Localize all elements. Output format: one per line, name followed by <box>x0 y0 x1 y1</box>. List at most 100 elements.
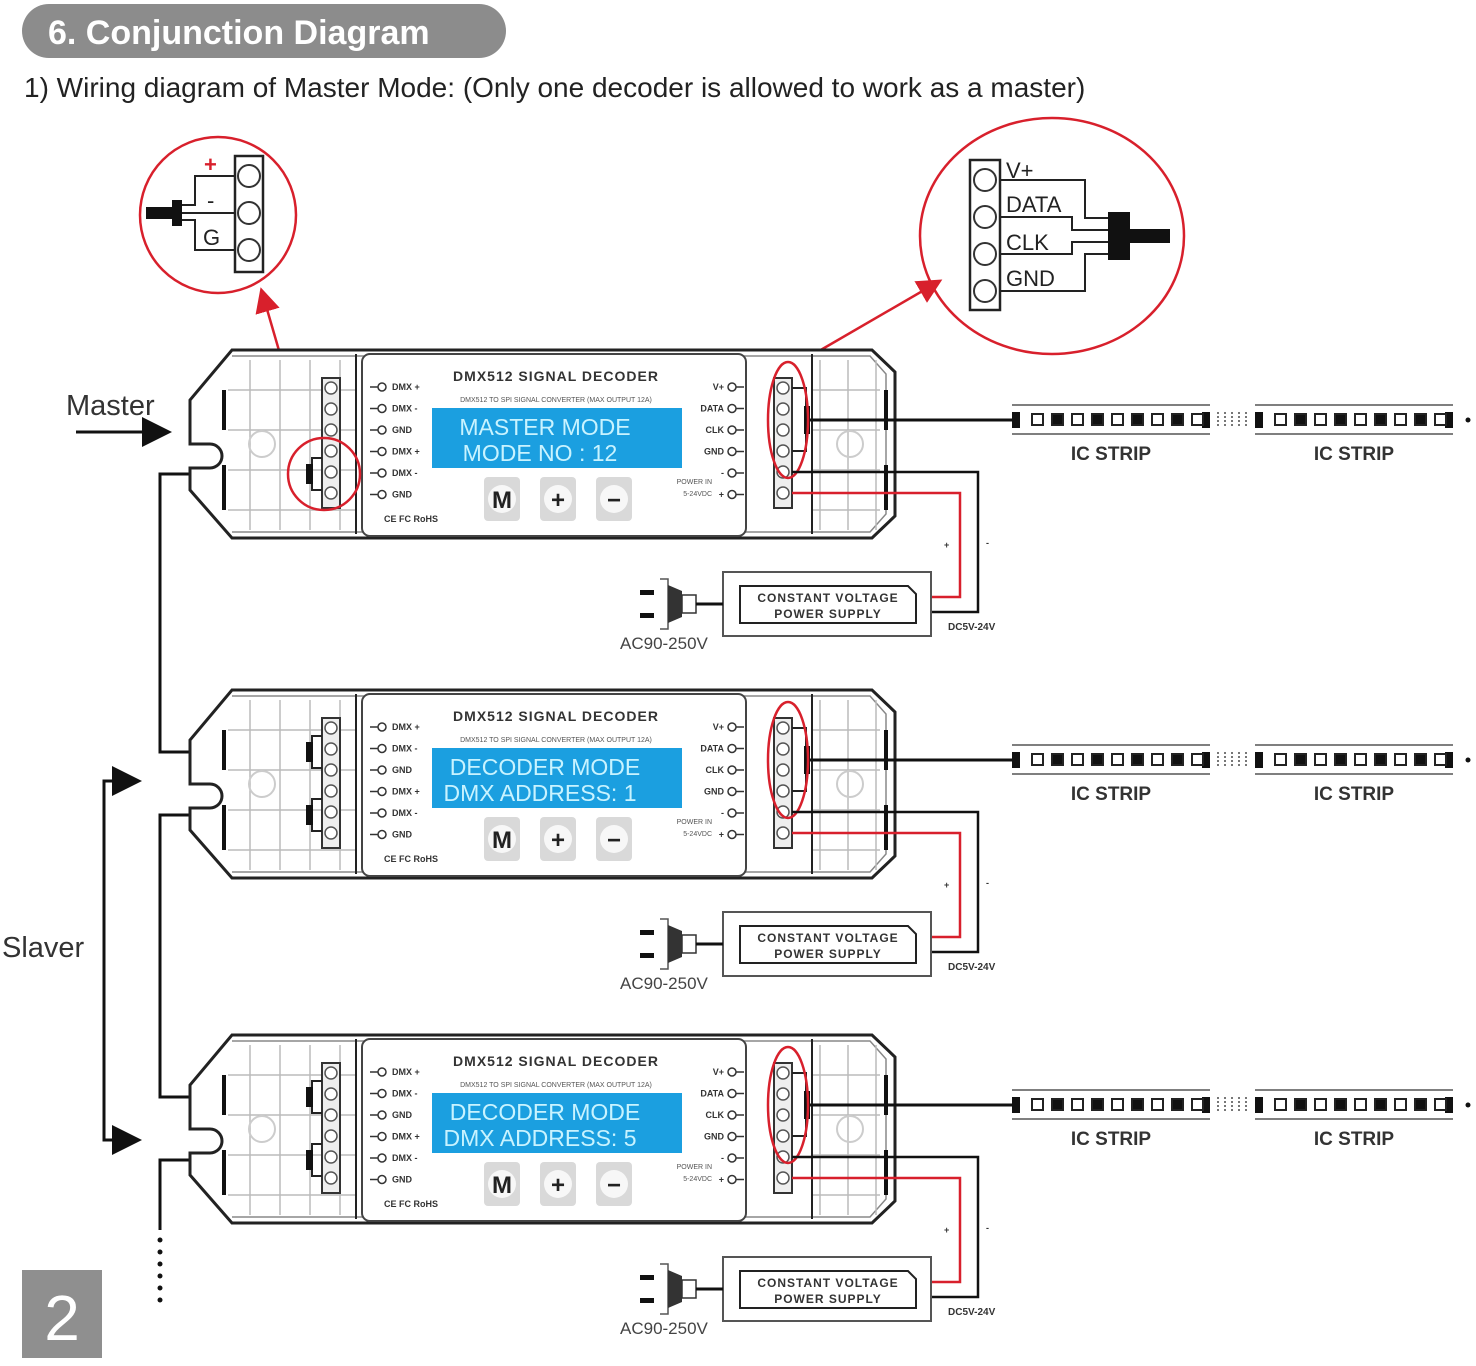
led-chip <box>1294 413 1307 426</box>
mount-hole <box>248 770 276 798</box>
led-chip <box>1111 1098 1124 1111</box>
led-chip <box>1274 753 1287 766</box>
pin-label: DMX - <box>392 1153 418 1163</box>
minus-button[interactable]: − <box>596 1162 632 1206</box>
led-chip <box>1354 753 1367 766</box>
pin-connector <box>727 425 737 435</box>
dc-plus-label: + <box>944 880 949 890</box>
led-chip <box>1071 1098 1084 1111</box>
psu-label-line2: POWER SUPPLY <box>774 947 882 961</box>
led-chip <box>1031 413 1044 426</box>
power-in-range: 5-24VDC <box>683 1176 712 1183</box>
mode-button[interactable]: M <box>484 1162 520 1206</box>
pin-connector <box>377 1153 387 1163</box>
led-chip <box>1151 413 1164 426</box>
dc-output-label: DC5V-24V <box>948 1307 996 1318</box>
led-chip <box>1171 413 1184 426</box>
certification-marks: CE FC RoHS <box>384 514 438 524</box>
pin-connector <box>727 1153 737 1163</box>
mode-button[interactable]: M <box>484 477 520 521</box>
power-in-range: 5-24VDC <box>683 831 712 838</box>
mount-hole <box>836 770 864 798</box>
master-label: Master <box>66 390 155 422</box>
dmx-terminal-block <box>321 717 341 849</box>
lcd-line-1: DECODER MODE <box>450 754 640 780</box>
button-label: − <box>607 1172 621 1199</box>
button-label: + <box>551 487 565 514</box>
pin-connector <box>727 403 737 414</box>
decoder-title: DMX512 SIGNAL DECODER <box>453 368 659 384</box>
led-chip <box>1131 413 1144 426</box>
led-chip <box>1031 1098 1044 1111</box>
output-highlight-ring <box>766 1045 810 1165</box>
led-chip <box>1354 1098 1367 1111</box>
pin-label: - <box>721 1153 724 1163</box>
minus-button[interactable]: − <box>596 477 632 521</box>
pin-connector <box>727 489 737 500</box>
pin-label: CLK <box>706 765 725 775</box>
led-chip <box>1091 753 1104 766</box>
led-chip <box>1374 413 1387 426</box>
pin-connector <box>727 743 737 754</box>
led-chip <box>1414 1098 1427 1111</box>
dmx-terminal-block <box>321 377 341 509</box>
pin-connector <box>727 765 737 775</box>
pin-connector <box>727 1174 737 1185</box>
pin-connector <box>727 1131 737 1142</box>
pin-connector <box>727 808 737 818</box>
psu-label-line1: CONSTANT VOLTAGE <box>757 931 898 945</box>
led-chip <box>1434 413 1447 426</box>
led-chip <box>1171 1098 1184 1111</box>
plus-button[interactable]: + <box>540 1162 576 1206</box>
led-chip <box>1171 753 1184 766</box>
pin-label: + <box>719 1175 724 1185</box>
led-chip <box>1434 753 1447 766</box>
pin-connector <box>377 1174 387 1185</box>
lcd-line-2: DMX ADDRESS: 5 <box>444 1125 637 1151</box>
decoder-title: DMX512 SIGNAL DECODER <box>453 1053 659 1069</box>
pin-connector <box>377 829 387 840</box>
output-highlight-ring <box>766 360 810 480</box>
slaver-label: Slaver <box>2 932 85 964</box>
pin-label: - <box>721 808 724 818</box>
led-chip <box>1274 1098 1287 1111</box>
page-number-badge: 2 <box>22 1270 102 1358</box>
led-chip <box>1314 753 1327 766</box>
pin-label: GND <box>704 1132 725 1142</box>
lcd-screen <box>432 1093 682 1153</box>
pin-connector <box>727 829 737 840</box>
certification-marks: CE FC RoHS <box>384 1199 438 1209</box>
minus-button[interactable]: − <box>596 817 632 861</box>
output-highlight-ring <box>766 700 810 820</box>
terminal-vplus: V+ <box>1006 158 1034 183</box>
led-chip <box>1151 1098 1164 1111</box>
pin-connector <box>727 382 737 392</box>
pin-connector <box>377 743 387 754</box>
signal-output-callout: V+ DATA CLK GND <box>918 116 1186 356</box>
led-chip <box>1071 753 1084 766</box>
mode-button[interactable]: M <box>484 817 520 861</box>
button-label: M <box>492 827 512 854</box>
positive-wire <box>792 831 962 939</box>
lcd-screen <box>432 748 682 808</box>
terminal-ground: G <box>203 225 220 250</box>
ic-strip-label: IC STRIP <box>1071 444 1152 465</box>
pin-label: DATA <box>700 744 724 754</box>
pin-label: GND <box>392 1175 413 1185</box>
psu-label-line1: CONSTANT VOLTAGE <box>757 591 898 605</box>
ac-plug-icon <box>640 578 723 630</box>
led-chip <box>1394 413 1407 426</box>
plus-button[interactable]: + <box>540 477 576 521</box>
section-title: 6. Conjunction Diagram <box>22 4 506 58</box>
pin-label: DMX + <box>392 447 420 457</box>
plus-button[interactable]: + <box>540 817 576 861</box>
psu-label-line1: CONSTANT VOLTAGE <box>757 1276 898 1290</box>
ic-strip-label: IC STRIP <box>1314 444 1395 465</box>
led-chip <box>1191 753 1204 766</box>
dc-output-label: DC5V-24V <box>948 622 996 633</box>
ac-plug-icon <box>640 918 723 970</box>
power-input-callout: + - G <box>138 135 298 295</box>
